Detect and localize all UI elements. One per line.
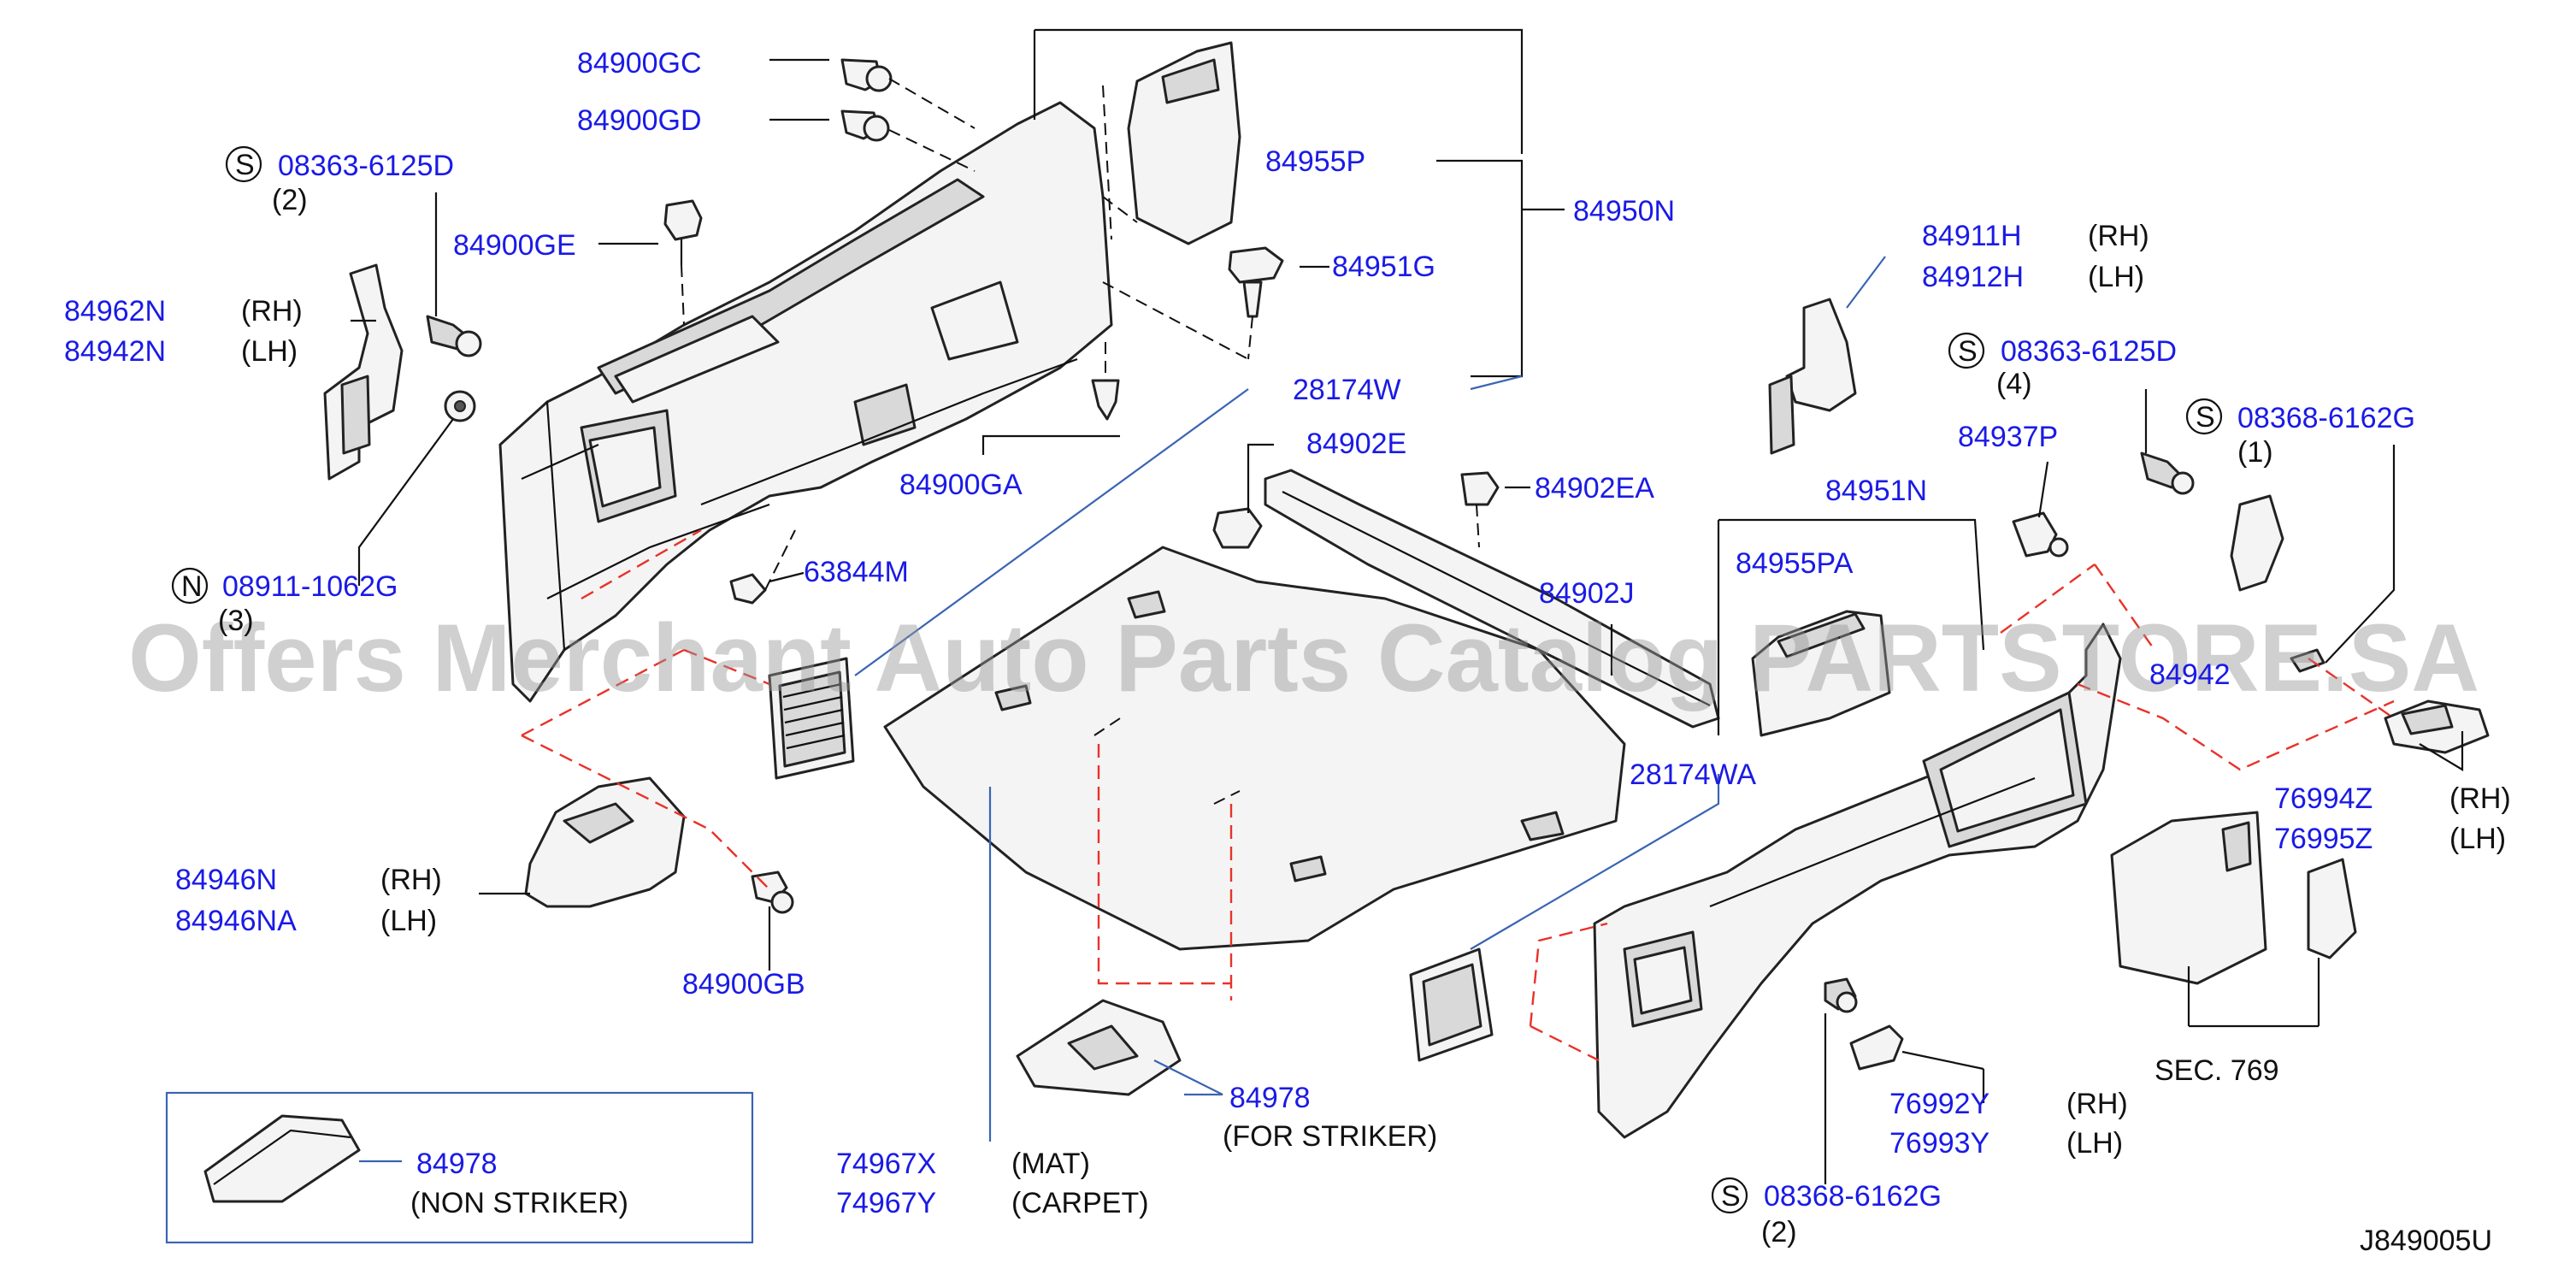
symbol-s-top: S <box>2196 401 2215 434</box>
watermark: Offers Merchant Auto Parts Catalog PARTS… <box>128 605 2479 711</box>
label-76995z: 76995Z <box>2274 823 2373 855</box>
label-84942-partial: 84942 <box>2149 658 2231 691</box>
side-84962n: (RH) <box>241 295 303 328</box>
label-84946na: 84946NA <box>175 905 297 937</box>
symbol-n: N <box>181 570 203 603</box>
bracket-76992y <box>1849 1024 1904 1071</box>
non-striker-inset <box>165 1091 754 1244</box>
side-76995z: (LH) <box>2449 823 2506 855</box>
clip-84900ga <box>1091 342 1120 421</box>
speaker-box-sec769 <box>2110 811 2267 985</box>
symbol-s-bottom: S <box>1721 1180 1741 1213</box>
side-76994z: (RH) <box>2449 782 2511 815</box>
label-84911h: 84911H <box>1922 220 2022 252</box>
side-84946n: (RH) <box>380 864 442 896</box>
side-76993y: (LH) <box>2066 1127 2123 1160</box>
note-74967y: (CARPET) <box>1011 1187 1149 1219</box>
finisher-63844m <box>729 529 796 605</box>
note-74967x: (MAT) <box>1011 1148 1090 1180</box>
label-84937p: 84937P <box>1958 421 2058 453</box>
vent-grille-left <box>768 657 855 780</box>
side-76992y: (RH) <box>2066 1088 2128 1120</box>
label-08911-1062g: 08911-1062G <box>222 570 398 603</box>
clip-84902ea <box>1460 471 1500 548</box>
diagram-id: J849005U <box>2360 1225 2492 1257</box>
label-84955pa: 84955PA <box>1736 547 1854 580</box>
label-84942n: 84942N <box>64 335 166 368</box>
symbol-s: S <box>235 149 255 181</box>
label-84902j: 84902J <box>1539 577 1635 610</box>
bracket-84911h <box>1768 298 1857 455</box>
bolt-08363-right <box>2140 452 2195 495</box>
bolt-08363-left <box>426 315 482 357</box>
label-84978-striker: 84978 <box>1229 1082 1311 1114</box>
label-84962n: 84962N <box>64 295 166 328</box>
label-28174wa: 28174WA <box>1630 758 1756 791</box>
bracket-84942-right <box>2230 494 2284 592</box>
label-84902ea: 84902EA <box>1535 472 1654 505</box>
striker-cover-84978 <box>1016 999 1182 1096</box>
symbol-s-right: S <box>1958 335 1978 368</box>
rear-side-trim-right <box>1593 623 2122 1139</box>
label-84978-non-striker: 84978 <box>416 1148 498 1180</box>
finisher-84946n <box>524 776 686 908</box>
side-84942n: (LH) <box>241 335 298 368</box>
label-63844m: 63844M <box>804 556 909 588</box>
label-76994z: 76994Z <box>2274 782 2373 815</box>
label-sec-769: SEC. 769 <box>2155 1054 2279 1087</box>
label-84951n: 84951N <box>1825 475 1927 507</box>
leader-lines <box>351 28 2464 1184</box>
label-84912h: 84912H <box>1922 261 2024 293</box>
striker-blank-cover <box>203 1114 361 1203</box>
label-84946n: 84946N <box>175 864 277 896</box>
label-76992y: 76992Y <box>1889 1088 1989 1120</box>
note-84978-striker: (FOR STRIKER) <box>1223 1120 1437 1153</box>
pocket-84955pa <box>1751 610 1891 737</box>
qty-08363-left: (2) <box>272 184 308 216</box>
speaker-cover-sec769 <box>2307 858 2357 959</box>
label-84950n: 84950N <box>1573 195 1675 227</box>
label-08368-6162g-top: 08368-6162G <box>2237 402 2415 434</box>
rear-side-trim-left <box>498 101 1113 703</box>
clip-84900gd <box>840 109 890 142</box>
label-74967y: 74967Y <box>836 1187 936 1219</box>
label-08363-6125d-right: 08363-6125D <box>2001 335 2177 368</box>
side-84946na: (LH) <box>380 905 437 937</box>
pocket-84955p <box>1127 41 1241 245</box>
clip-84951g <box>1228 246 1284 360</box>
label-76993y: 76993Y <box>1889 1127 1989 1160</box>
label-28174w: 28174W <box>1293 374 1401 406</box>
side-84911h: (RH) <box>2088 220 2149 252</box>
vent-grille-right <box>1409 947 1494 1062</box>
clip-84937p <box>2012 511 2069 558</box>
label-08368-6162g-bottom: 08368-6162G <box>1764 1180 1942 1213</box>
qty-08368-top: (1) <box>2237 436 2273 469</box>
qty-08368-bottom: (2) <box>1761 1216 1797 1248</box>
label-84900gc: 84900GC <box>577 47 702 80</box>
part-labels: 84900GC 84900GD S 08363-6125D (2) 84900G… <box>64 47 2511 1257</box>
note-84978-non-striker: (NON STRIKER) <box>410 1187 628 1219</box>
bracket-84962n <box>323 263 404 481</box>
clip-84902e <box>1212 507 1263 549</box>
label-74967x: 74967X <box>836 1148 936 1180</box>
clip-84900ge <box>663 199 703 326</box>
label-08363-6125d-left: 08363-6125D <box>278 150 454 182</box>
clip-84900gc <box>840 58 893 92</box>
floor-carpet <box>883 546 1626 951</box>
side-84912h: (LH) <box>2088 261 2144 293</box>
bolt-08368-top <box>2290 648 2325 673</box>
label-84951g: 84951G <box>1332 251 1435 283</box>
label-84900ge: 84900GE <box>453 229 576 262</box>
label-84902e: 84902E <box>1306 428 1406 460</box>
qty-08911: (3) <box>218 605 254 637</box>
label-84955p: 84955P <box>1265 145 1365 178</box>
qty-08363-right: (4) <box>1996 368 2032 400</box>
label-84900gb: 84900GB <box>682 968 805 1000</box>
nut-08911 <box>444 390 476 422</box>
label-84900ga: 84900GA <box>899 469 1023 501</box>
bolt-08368-bottom <box>1824 977 1858 1013</box>
label-84900gd: 84900GD <box>577 104 702 137</box>
